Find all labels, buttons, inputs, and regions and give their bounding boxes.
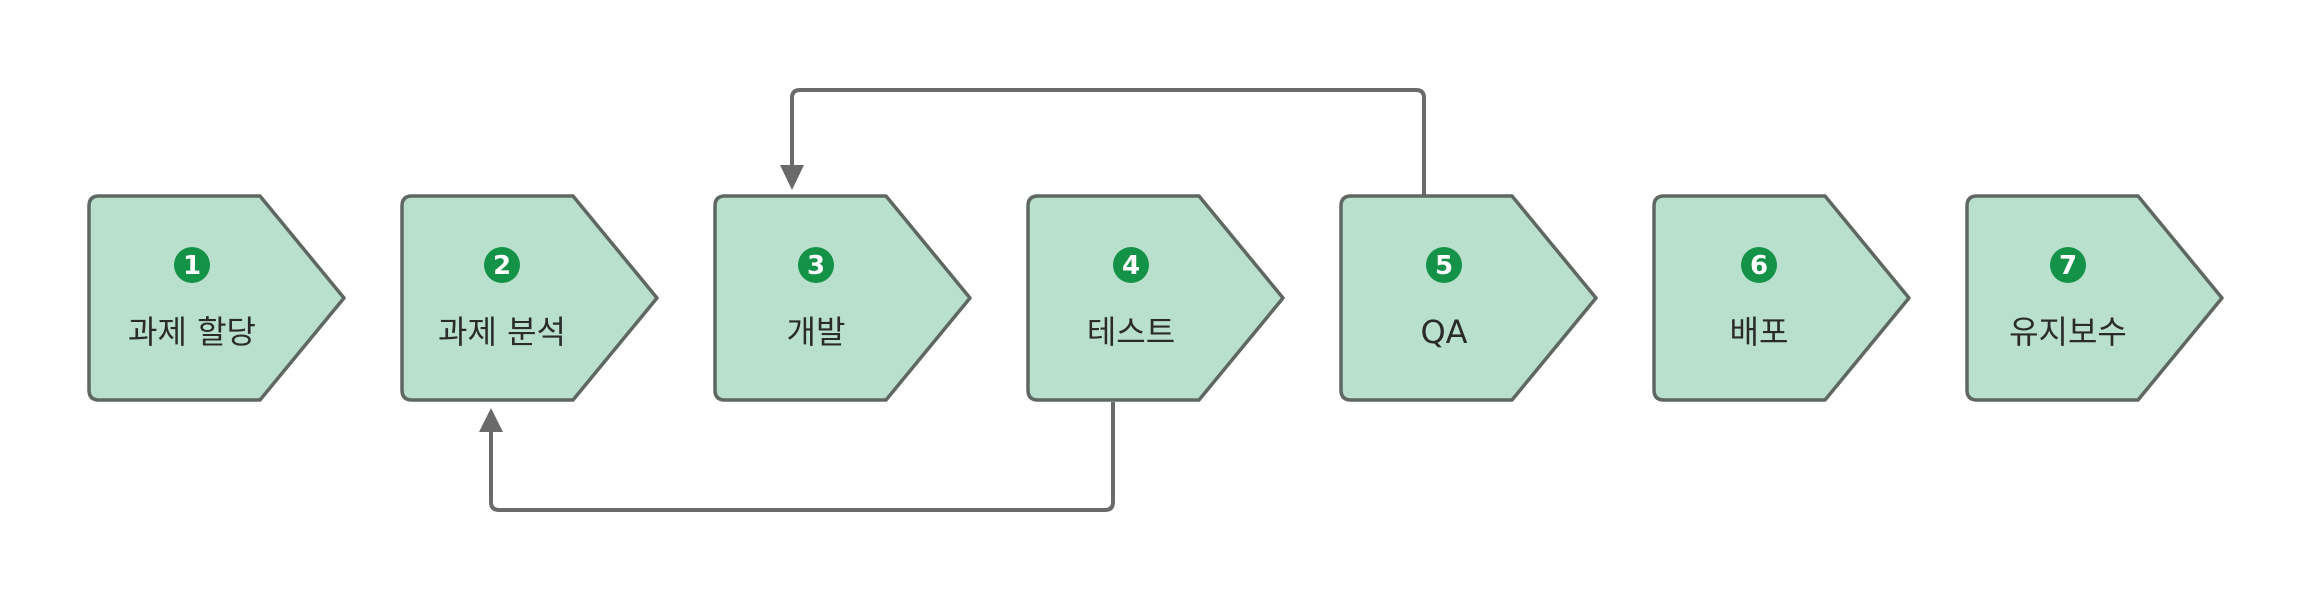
- step-number-badge: [1741, 247, 1777, 283]
- step-2: 2 과제 분석: [400, 194, 659, 402]
- step-label: QA: [1420, 313, 1467, 351]
- step-label: 배포: [1730, 313, 1789, 351]
- step-number: 4: [1122, 251, 1140, 281]
- step-number-badge: [2050, 247, 2086, 283]
- step-number: 2: [493, 251, 511, 281]
- step-shape: [400, 194, 659, 402]
- step-shape: [87, 194, 346, 402]
- step-number-badge: [1113, 247, 1149, 283]
- step-7: 7 유지보수: [1965, 194, 2224, 402]
- step-label: 테스트: [1087, 313, 1175, 351]
- step-number: 6: [1750, 251, 1768, 281]
- loop-connector-qa-to-dev: [780, 88, 1426, 196]
- step-number: 1: [183, 251, 201, 281]
- step-label: 과제 할당: [128, 313, 256, 351]
- step-number-badge: [484, 247, 520, 283]
- step-4: 4 테스트: [1026, 194, 1285, 402]
- step-number: 3: [807, 251, 825, 281]
- step-5: 5 QA: [1339, 194, 1598, 402]
- step-number: 5: [1435, 251, 1453, 281]
- step-shape: [713, 194, 972, 402]
- loop-line-qa-to-dev: [790, 88, 1426, 196]
- step-number-badge: [1426, 247, 1462, 283]
- loop-line-test-to-analysis: [489, 402, 1115, 512]
- step-1: 1 과제 할당: [87, 194, 346, 402]
- step-number-badge: [174, 247, 210, 283]
- arrow-head-analysis: [479, 408, 503, 432]
- step-number: 7: [2059, 251, 2077, 281]
- arrow-head-dev: [780, 165, 804, 190]
- loop-connector-test-to-analysis: [479, 402, 1115, 512]
- step-number-badge: [798, 247, 834, 283]
- step-shape: [1339, 194, 1598, 402]
- step-6: 6 배포: [1652, 194, 1911, 402]
- step-label: 과제 분석: [438, 313, 566, 351]
- step-shape: [1026, 194, 1285, 402]
- step-label: 개발: [787, 313, 846, 351]
- step-label: 유지보수: [2009, 313, 2127, 351]
- step-shape: [1652, 194, 1911, 402]
- step-shape: [1965, 194, 2224, 402]
- step-3: 3 개발: [713, 194, 972, 402]
